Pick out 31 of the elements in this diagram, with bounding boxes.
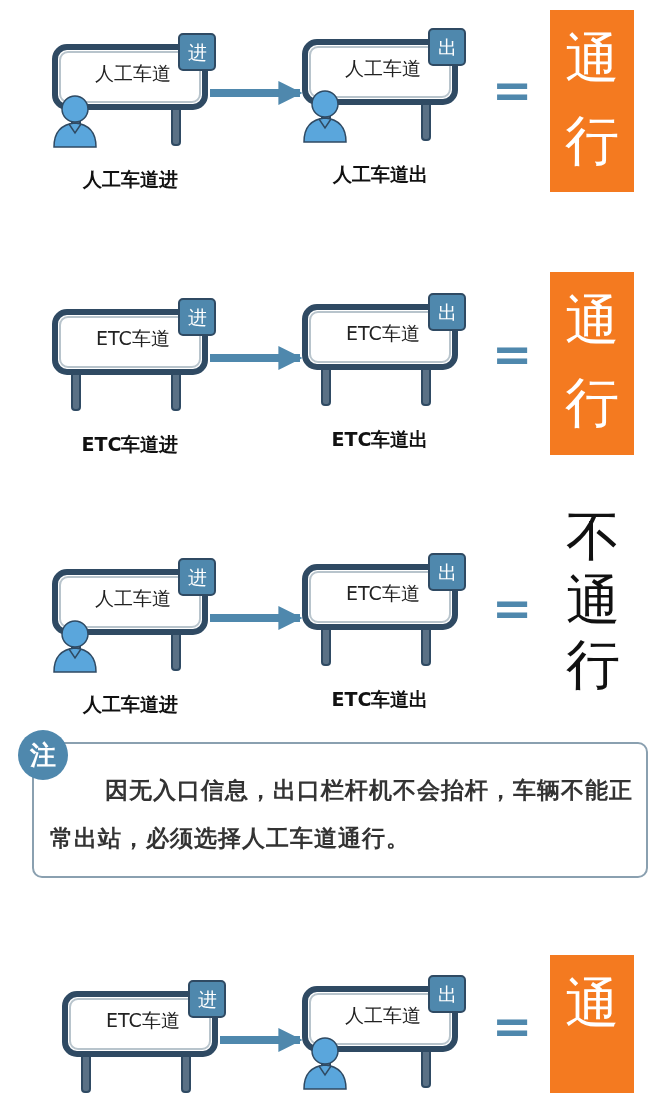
lane-badge: 进 (178, 33, 216, 71)
sign-text: ETC车道 (105, 1008, 181, 1033)
equals-sign: = (492, 326, 533, 382)
sign-caption: 人工车道进 (81, 692, 179, 717)
sign-text: 人工车道 (94, 586, 172, 611)
lane-badge: 进 (178, 558, 216, 596)
sign-text: 人工车道 (94, 61, 172, 86)
equals-sign: = (492, 998, 533, 1054)
lane-badge: 进 (178, 298, 216, 336)
equals-sign: = (492, 580, 533, 636)
sign-text: ETC车道 (345, 321, 421, 346)
sign-text: 人工车道 (344, 56, 422, 81)
result-text: 不通行 (566, 505, 621, 697)
note-badge: 注 (18, 730, 68, 780)
sign-caption: ETC车道出 (330, 427, 430, 452)
result-box: 通 (550, 955, 634, 1093)
sign-text: ETC车道 (95, 326, 171, 351)
equals-sign: = (492, 62, 533, 118)
result-box: 通行 (550, 10, 634, 192)
sign-text: 人工车道 (344, 1003, 422, 1028)
sign-caption: 人工车道出 (331, 162, 429, 187)
lane-badge: 出 (428, 975, 466, 1013)
lane-badge: 出 (428, 28, 466, 66)
sign-caption: ETC车道进 (80, 432, 180, 457)
result-box: 通行 (550, 272, 634, 455)
sign-text: ETC车道 (345, 581, 421, 606)
lane-badge: 进 (188, 980, 226, 1018)
lane-badge: 出 (428, 553, 466, 591)
lane-badge: 出 (428, 293, 466, 331)
sign-caption: ETC车道出 (330, 687, 430, 712)
sign-caption: 人工车道进 (81, 167, 179, 192)
